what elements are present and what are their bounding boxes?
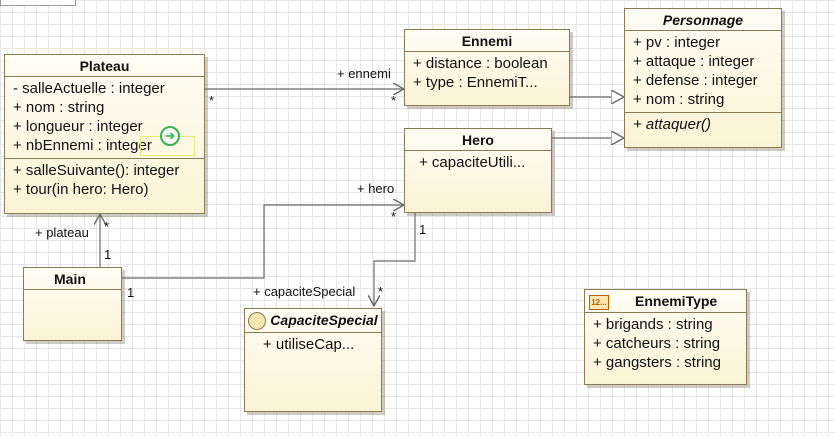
- class-plateau-name: Plateau: [5, 55, 204, 77]
- enum-ennemi-type-header: 12... EnnemiType: [585, 290, 746, 313]
- enumeration-icon: 12...: [589, 294, 609, 310]
- class-hero-name: Hero: [405, 129, 551, 151]
- edge-label-multiplicity: *: [209, 93, 215, 108]
- class-personnage-operations: + attaquer(): [625, 113, 781, 137]
- class-main[interactable]: Main: [23, 267, 122, 341]
- class-ennemi-attributes: + distance : boolean + type : EnnemiT...: [405, 52, 569, 95]
- attribute[interactable]: + defense : integer: [633, 72, 758, 89]
- class-plateau-attributes: - salleActuelle : integer + nom : string…: [5, 77, 204, 159]
- operation[interactable]: + attaquer(): [633, 116, 711, 133]
- enum-ennemi-type-literals: + brigands : string + catcheurs : string…: [585, 313, 746, 375]
- class-capacite-special[interactable]: CapaciteSpecial + utiliseCap...: [244, 308, 382, 412]
- attribute[interactable]: + attaque : integer: [633, 53, 755, 70]
- class-personnage-name: Personnage: [625, 9, 781, 31]
- edge-label-multiplicity: 1: [104, 247, 112, 262]
- class-capacite-special-attributes: + utiliseCap...: [245, 333, 381, 357]
- enum-literal[interactable]: + gangsters : string: [593, 353, 721, 371]
- class-personnage-attributes: + pv : integer + attaque : integer + def…: [625, 31, 781, 113]
- edge-label-multiplicity: 1: [127, 285, 135, 300]
- attribute[interactable]: + nom : string: [13, 99, 105, 116]
- enum-literal[interactable]: + catcheurs : string: [593, 334, 721, 352]
- edge-label-hero-role[interactable]: + hero: [357, 181, 395, 196]
- class-ennemi[interactable]: Ennemi + distance : boolean + type : Enn…: [404, 29, 570, 106]
- attribute[interactable]: - salleActuelle : integer: [13, 80, 165, 97]
- attribute[interactable]: + pv : integer: [633, 34, 721, 51]
- attribute[interactable]: + nbEnnemi : integer: [13, 137, 152, 154]
- attribute[interactable]: + distance : boolean: [413, 55, 548, 72]
- attribute[interactable]: + type : EnnemiT...: [413, 74, 538, 91]
- edge-label-multiplicity: *: [378, 284, 384, 299]
- operation[interactable]: + salleSuivante(): integer: [13, 162, 180, 179]
- interface-icon: [248, 312, 267, 331]
- class-hero-attributes: + capaciteUtili...: [405, 151, 551, 175]
- class-main-name: Main: [24, 268, 121, 290]
- partial-element-top-left: [0, 0, 76, 6]
- class-capacite-special-name: CapaciteSpecial: [270, 312, 378, 328]
- enum-ennemi-type-name: EnnemiType: [635, 293, 718, 309]
- edge-label-plateau-role[interactable]: + plateau: [35, 225, 89, 240]
- class-plateau-operations: + salleSuivante(): integer + tour(in her…: [5, 159, 204, 202]
- attribute[interactable]: + nom : string: [633, 91, 725, 108]
- class-hero[interactable]: Hero + capaciteUtili...: [404, 128, 552, 213]
- enum-ennemi-type[interactable]: 12... EnnemiType + brigands : string + ca…: [584, 289, 747, 385]
- attribute[interactable]: + capaciteUtili...: [419, 154, 526, 171]
- edge-hero-capacite[interactable]: [374, 213, 416, 306]
- edge-label-multiplicity: *: [104, 219, 110, 234]
- enum-literal[interactable]: + brigands : string: [593, 315, 713, 333]
- edge-label-multiplicity: 1: [419, 222, 427, 237]
- class-personnage[interactable]: Personnage + pv : integer + attaque : in…: [624, 8, 782, 148]
- edge-label-multiplicity: *: [391, 93, 397, 108]
- operation[interactable]: + tour(in hero: Hero): [13, 181, 149, 198]
- navigate-arrow-icon[interactable]: ➜: [160, 126, 180, 146]
- edge-main-hero[interactable]: [122, 205, 404, 279]
- attribute[interactable]: + longueur : integer: [13, 118, 143, 135]
- class-capacite-special-header: CapaciteSpecial: [245, 309, 381, 334]
- edge-label-ennemi-role[interactable]: + ennemi: [337, 66, 391, 81]
- edge-label-capacite-role[interactable]: + capaciteSpecial: [253, 284, 356, 299]
- class-ennemi-name: Ennemi: [405, 30, 569, 52]
- edge-label-multiplicity: *: [391, 209, 397, 224]
- attribute[interactable]: + utiliseCap...: [263, 336, 355, 354]
